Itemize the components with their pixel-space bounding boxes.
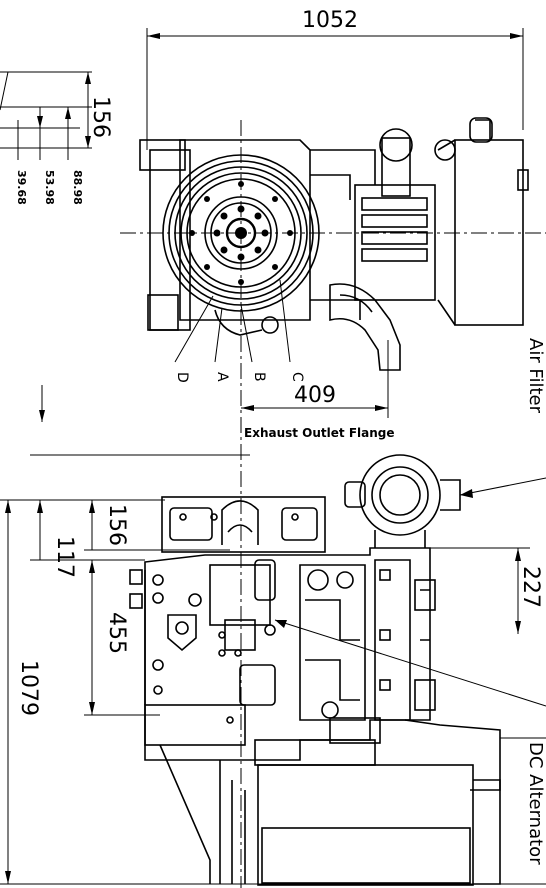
flywheel	[162, 154, 320, 336]
dimension-label-156-top: 156	[88, 96, 113, 138]
engine-front-outline	[139, 117, 529, 371]
engine-side-block	[129, 547, 546, 791]
dimension-label-227: 227	[518, 566, 543, 608]
dimension-227: 227	[420, 547, 543, 634]
callout-c: C	[289, 372, 305, 382]
side-air-filter	[344, 454, 546, 548]
dimension-117: 117	[30, 500, 145, 578]
dimension-overall-width: 1052	[146, 8, 524, 150]
air-filter-label: Air Filter	[525, 338, 546, 414]
side-view: 1079 117 156 455	[0, 385, 546, 886]
dimension-label-156-side: 156	[104, 504, 129, 546]
callout-b: B	[251, 372, 267, 382]
left-detail-dimensions: 156 88.98 53.98 39.68	[0, 71, 113, 205]
dc-alternator-label: DC Alternator	[525, 742, 546, 865]
front-view: 1052	[0, 8, 546, 888]
engine-sump	[0, 704, 546, 886]
dimension-overall-length: 1079	[0, 499, 165, 884]
exhaust-outlet-flange-label: Exhaust Outlet Flange	[244, 426, 395, 440]
dimension-label-39-68: 39.68	[15, 170, 28, 205]
side-exhaust-elbow	[161, 496, 326, 553]
dimension-455: 455	[84, 560, 160, 716]
dimension-156-side: 156	[84, 500, 230, 551]
callout-a: A	[214, 372, 230, 382]
callout-d: D	[174, 372, 190, 383]
dimension-label-117: 117	[52, 536, 77, 578]
dimension-label-88-98: 88.98	[71, 170, 84, 205]
dimension-label-409: 409	[294, 383, 336, 408]
dimension-exhaust-offset: 409 Exhaust Outlet Flange	[241, 340, 395, 440]
flywheel-callouts: D A B C	[174, 279, 305, 383]
dimension-label-53-98: 53.98	[43, 170, 56, 205]
dimension-label-1079: 1079	[16, 660, 41, 716]
dimension-label-455: 455	[104, 612, 129, 654]
dimension-label-1052: 1052	[302, 8, 358, 33]
